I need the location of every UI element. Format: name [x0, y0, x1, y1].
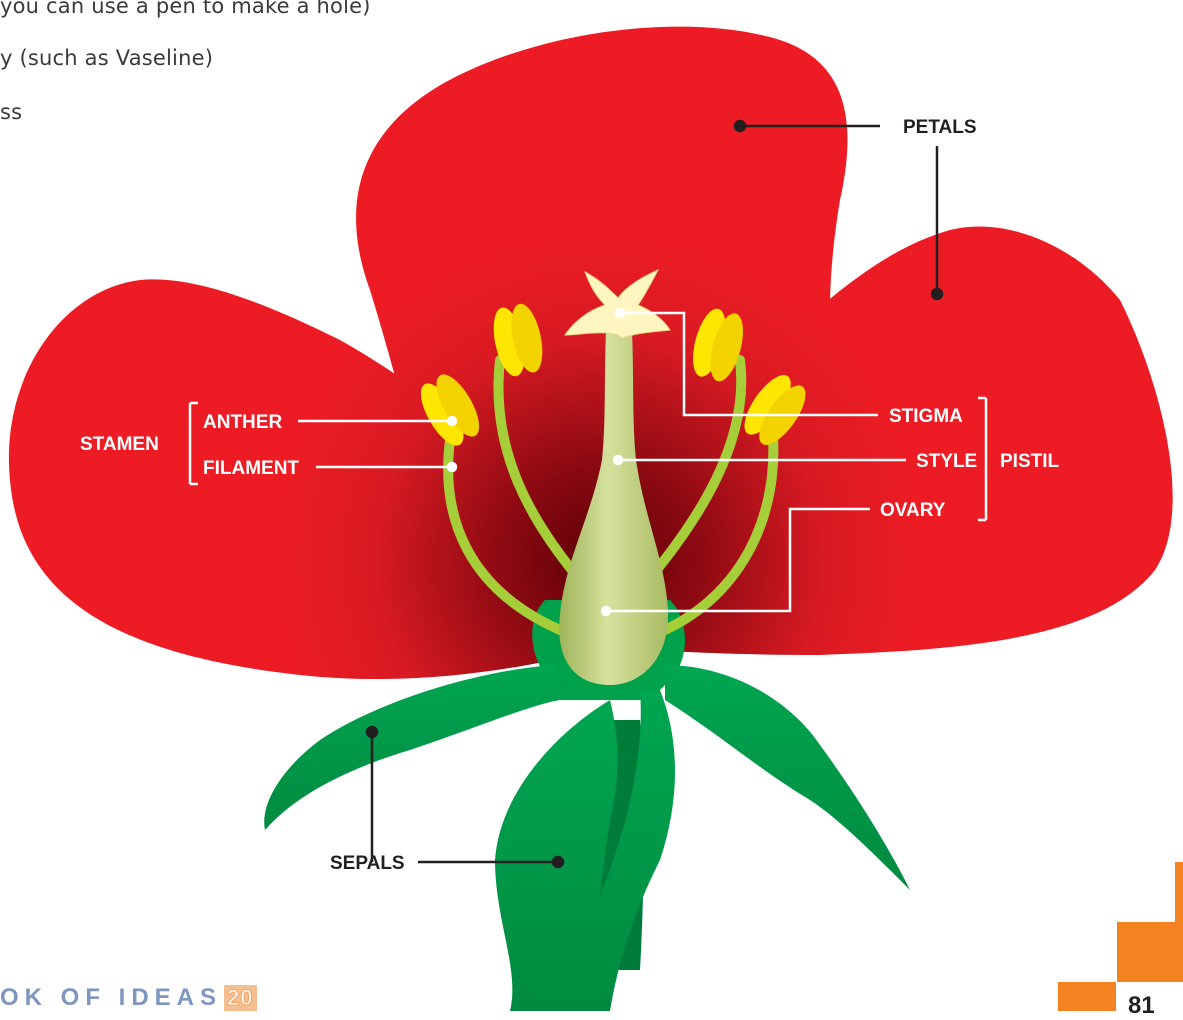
label-stamen: STAMEN: [80, 434, 159, 455]
sepal-right: [665, 665, 910, 890]
anther-dot: [448, 417, 456, 425]
label-sepals: SEPALS: [330, 853, 405, 874]
footer-text: OK OF IDEAS: [0, 984, 222, 1011]
label-anther: ANTHER: [203, 412, 282, 433]
style-dot: [614, 456, 622, 464]
label-pistil: PISTIL: [1000, 451, 1060, 472]
sepals-dot-1: [367, 727, 377, 737]
filament-dot: [448, 463, 456, 471]
footer-number: 20: [224, 985, 256, 1011]
label-style: STYLE: [916, 451, 977, 472]
ovary-dot: [602, 607, 610, 615]
corner-decoration: [1058, 862, 1183, 1011]
label-filament: FILAMENT: [203, 458, 299, 479]
label-petals: PETALS: [903, 117, 977, 138]
page-number: 81: [1128, 992, 1155, 1020]
sepals-dot-2: [553, 857, 563, 867]
petals-dot-1: [735, 121, 745, 131]
stigma-dot: [616, 309, 624, 317]
label-stigma: STIGMA: [889, 406, 963, 427]
petals-dot-2: [932, 289, 942, 299]
label-ovary: OVARY: [880, 500, 946, 521]
